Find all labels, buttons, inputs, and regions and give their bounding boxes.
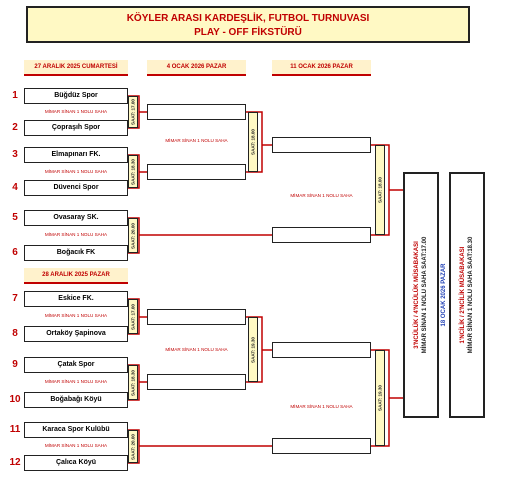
match-time-text: SAAT: 20.00 bbox=[130, 222, 136, 249]
third-place-text: 3'NCÜLÜK / 4'NCÜLÜK MÜSABAKASI MİMAR SİN… bbox=[413, 237, 429, 354]
team-slot: Boğabağı Köyü bbox=[24, 392, 128, 408]
date-header-round3: 11 OCAK 2026 PAZAR bbox=[272, 60, 371, 76]
seed-number: 12 bbox=[9, 457, 21, 468]
third-place-title: 3'NCÜLÜK / 4'NCÜLÜK MÜSABAKASI bbox=[414, 241, 420, 349]
seed-number: 11 bbox=[9, 424, 21, 435]
third-place-venue: MİMAR SİNAN 1 NOLU SAHA SAAT:17.00 bbox=[422, 236, 428, 354]
match-time: SAAT: 18.30 bbox=[128, 155, 138, 188]
match-time: SAAT: 19.30 bbox=[248, 317, 258, 382]
team-slot: Çalıca Köyü bbox=[24, 455, 128, 471]
match-time-text: SAAT: 18.30 bbox=[130, 158, 136, 185]
team-slot: Çopraşıh Spor bbox=[24, 120, 128, 136]
match-time: SAAT: 18.00 bbox=[248, 112, 258, 172]
round2-slot bbox=[147, 104, 246, 120]
match-time-text: SAAT: 17.00 bbox=[130, 99, 136, 125]
match-time: SAAT: 18.30 bbox=[128, 365, 138, 400]
final-date-box: 18 OCAK 2026 PAZAR bbox=[439, 172, 449, 418]
venue-label: MİMAR SİNAN 1 NOLU SAHA bbox=[44, 232, 108, 237]
tournament-subtitle: PLAY - OFF FİKSTÜRÜ bbox=[194, 27, 302, 38]
match-time: SAAT: 20.00 bbox=[128, 218, 138, 253]
seed-number: 9 bbox=[12, 359, 18, 370]
seed-number: 1 bbox=[12, 90, 18, 101]
round2-slot bbox=[147, 374, 246, 390]
championship-venue: MİMAR SİNAN 1 NOLU SAHA SAAT:18.30 bbox=[468, 236, 474, 354]
final-date: 18 OCAK 2026 PAZAR bbox=[441, 263, 447, 327]
team-slot: Büğdüz Spor bbox=[24, 88, 128, 104]
venue-label: MİMAR SİNAN 1 NOLU SAHA bbox=[44, 443, 108, 448]
championship-title: 1'NCİLİK / 2'NCİLİK MÜSABAKASI bbox=[460, 246, 466, 344]
match-time-text: SAAT: 18.00 bbox=[250, 129, 256, 155]
venue-label: MİMAR SİNAN 1 NOLU SAHA bbox=[44, 313, 108, 318]
venue-label: MİMAR SİNAN 1 NOLU SAHA bbox=[165, 347, 228, 352]
match-time-text: SAAT: 18.30 bbox=[130, 369, 136, 396]
championship-match: 1'NCİLİK / 2'NCİLİK MÜSABAKASI MİMAR SİN… bbox=[449, 172, 485, 418]
match-time: SAAT: 18.00 bbox=[375, 145, 385, 235]
match-time-text: SAAT: 20.00 bbox=[130, 433, 136, 460]
tournament-title-box: KÖYLER ARASI KARDEŞLİK, FUTBOL TURNUVASI… bbox=[26, 6, 470, 43]
date-header-round1-bottom: 28 ARALIK 2025 PAZAR bbox=[24, 268, 128, 284]
team-slot: Boğacık FK bbox=[24, 245, 128, 261]
match-time-text: SAAT: 18.00 bbox=[377, 177, 383, 203]
match-time-text: SAAT: 19.30 bbox=[377, 385, 383, 411]
championship-text: 1'NCİLİK / 2'NCİLİK MÜSABAKASI MİMAR SİN… bbox=[459, 237, 475, 354]
team-slot: Ovasaray SK. bbox=[24, 210, 128, 226]
team-slot: Karaca Spor Kulübü bbox=[24, 422, 128, 438]
seed-number: 7 bbox=[12, 293, 18, 304]
seed-number: 8 bbox=[12, 328, 18, 339]
third-place-match: 3'NCÜLÜK / 4'NCÜLÜK MÜSABAKASI MİMAR SİN… bbox=[403, 172, 439, 418]
match-time-text: SAAT: 17.00 bbox=[130, 303, 136, 330]
round3-slot bbox=[272, 137, 371, 153]
seed-number: 4 bbox=[12, 182, 18, 193]
venue-label: MİMAR SİNAN 1 NOLU SAHA bbox=[165, 138, 228, 143]
venue-label: MİMAR SİNAN 1 NOLU SAHA bbox=[44, 169, 108, 174]
seed-number: 10 bbox=[9, 394, 21, 405]
round2-slot bbox=[147, 164, 246, 180]
team-slot: Çatak Spor bbox=[24, 357, 128, 373]
date-header-round1-top: 27 ARALIK 2025 CUMARTESİ bbox=[24, 60, 128, 76]
seed-number: 3 bbox=[12, 149, 18, 160]
match-time: SAAT: 19.30 bbox=[375, 350, 385, 446]
seed-number: 6 bbox=[12, 247, 18, 258]
seed-number: 2 bbox=[12, 122, 18, 133]
round3-slot bbox=[272, 342, 371, 358]
tournament-title: KÖYLER ARASI KARDEŞLİK, FUTBOL TURNUVASI bbox=[126, 13, 370, 24]
round3-slot bbox=[272, 227, 371, 243]
team-slot: Eskice FK. bbox=[24, 291, 128, 307]
venue-label: MİMAR SİNAN 1 NOLU SAHA bbox=[290, 404, 353, 409]
venue-label: MİMAR SİNAN 1 NOLU SAHA bbox=[44, 109, 108, 114]
team-slot: Ortaköy Şapinova bbox=[24, 326, 128, 342]
match-time-text: SAAT: 19.30 bbox=[250, 336, 256, 363]
match-time: SAAT: 17.00 bbox=[128, 96, 138, 128]
match-time: SAAT: 20.00 bbox=[128, 430, 138, 463]
date-header-round2: 4 OCAK 2026 PAZAR bbox=[147, 60, 246, 76]
round3-slot bbox=[272, 438, 371, 454]
venue-label: MİMAR SİNAN 1 NOLU SAHA bbox=[44, 379, 108, 384]
venue-label: MİMAR SİNAN 1 NOLU SAHA bbox=[290, 193, 353, 198]
match-time: SAAT: 17.00 bbox=[128, 299, 138, 334]
seed-number: 5 bbox=[12, 212, 18, 223]
round2-slot bbox=[147, 309, 246, 325]
team-slot: Elmapınarı FK. bbox=[24, 147, 128, 163]
team-slot: Düvenci Spor bbox=[24, 180, 128, 196]
